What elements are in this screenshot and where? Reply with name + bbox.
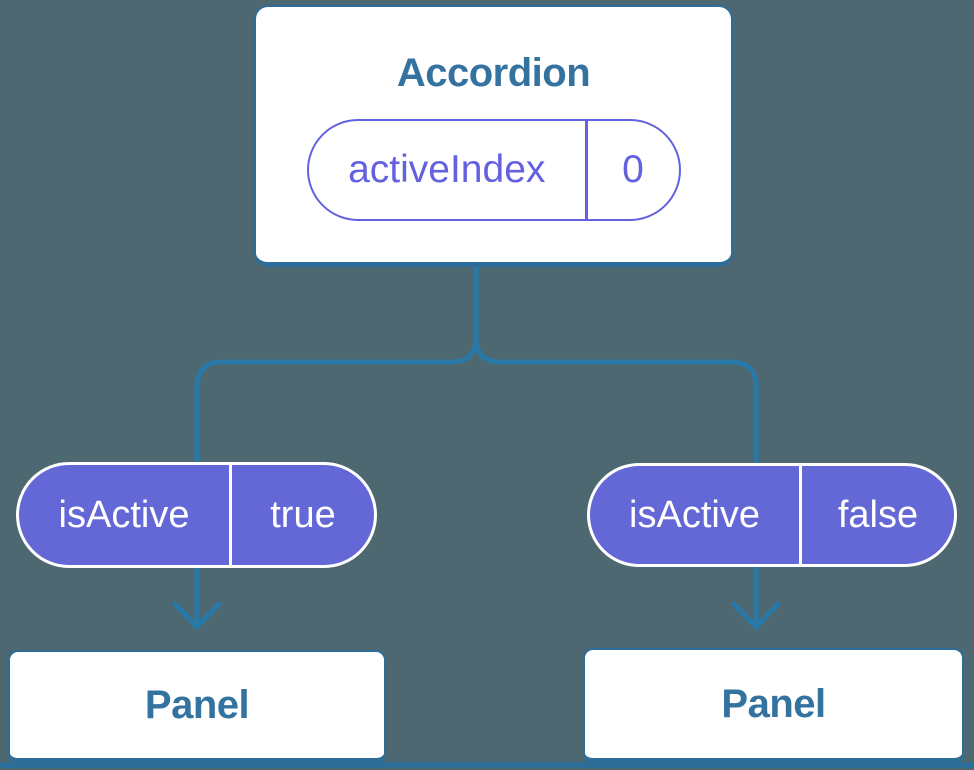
connector-branch-right <box>473 264 759 624</box>
accordion-component-box: Accordion activeIndex 0 <box>254 5 733 267</box>
pill-divider <box>229 465 232 565</box>
panel-component-box-right: Panel <box>583 648 964 763</box>
bottom-divider <box>0 762 974 768</box>
pill-divider <box>585 121 588 219</box>
state-value: 0 <box>622 148 644 191</box>
prop-pill-left: isActive true <box>16 462 377 568</box>
prop-value: true <box>270 493 336 536</box>
state-name: activeIndex <box>348 148 546 191</box>
prop-name: isActive <box>629 493 760 536</box>
state-pill: activeIndex 0 <box>306 119 681 221</box>
arrow-down-icon-right <box>731 601 781 630</box>
prop-pill-right: isActive false <box>587 463 957 567</box>
pill-divider <box>799 466 802 564</box>
panel-title: Panel <box>721 681 826 726</box>
arrow-down-icon-left <box>172 601 222 630</box>
panel-title: Panel <box>144 682 250 727</box>
prop-name: isActive <box>58 493 190 536</box>
panel-component-box-left: Panel <box>8 650 386 763</box>
connector-branch-left <box>194 264 479 624</box>
component-title: Accordion <box>396 51 591 95</box>
prop-value: false <box>837 493 919 536</box>
